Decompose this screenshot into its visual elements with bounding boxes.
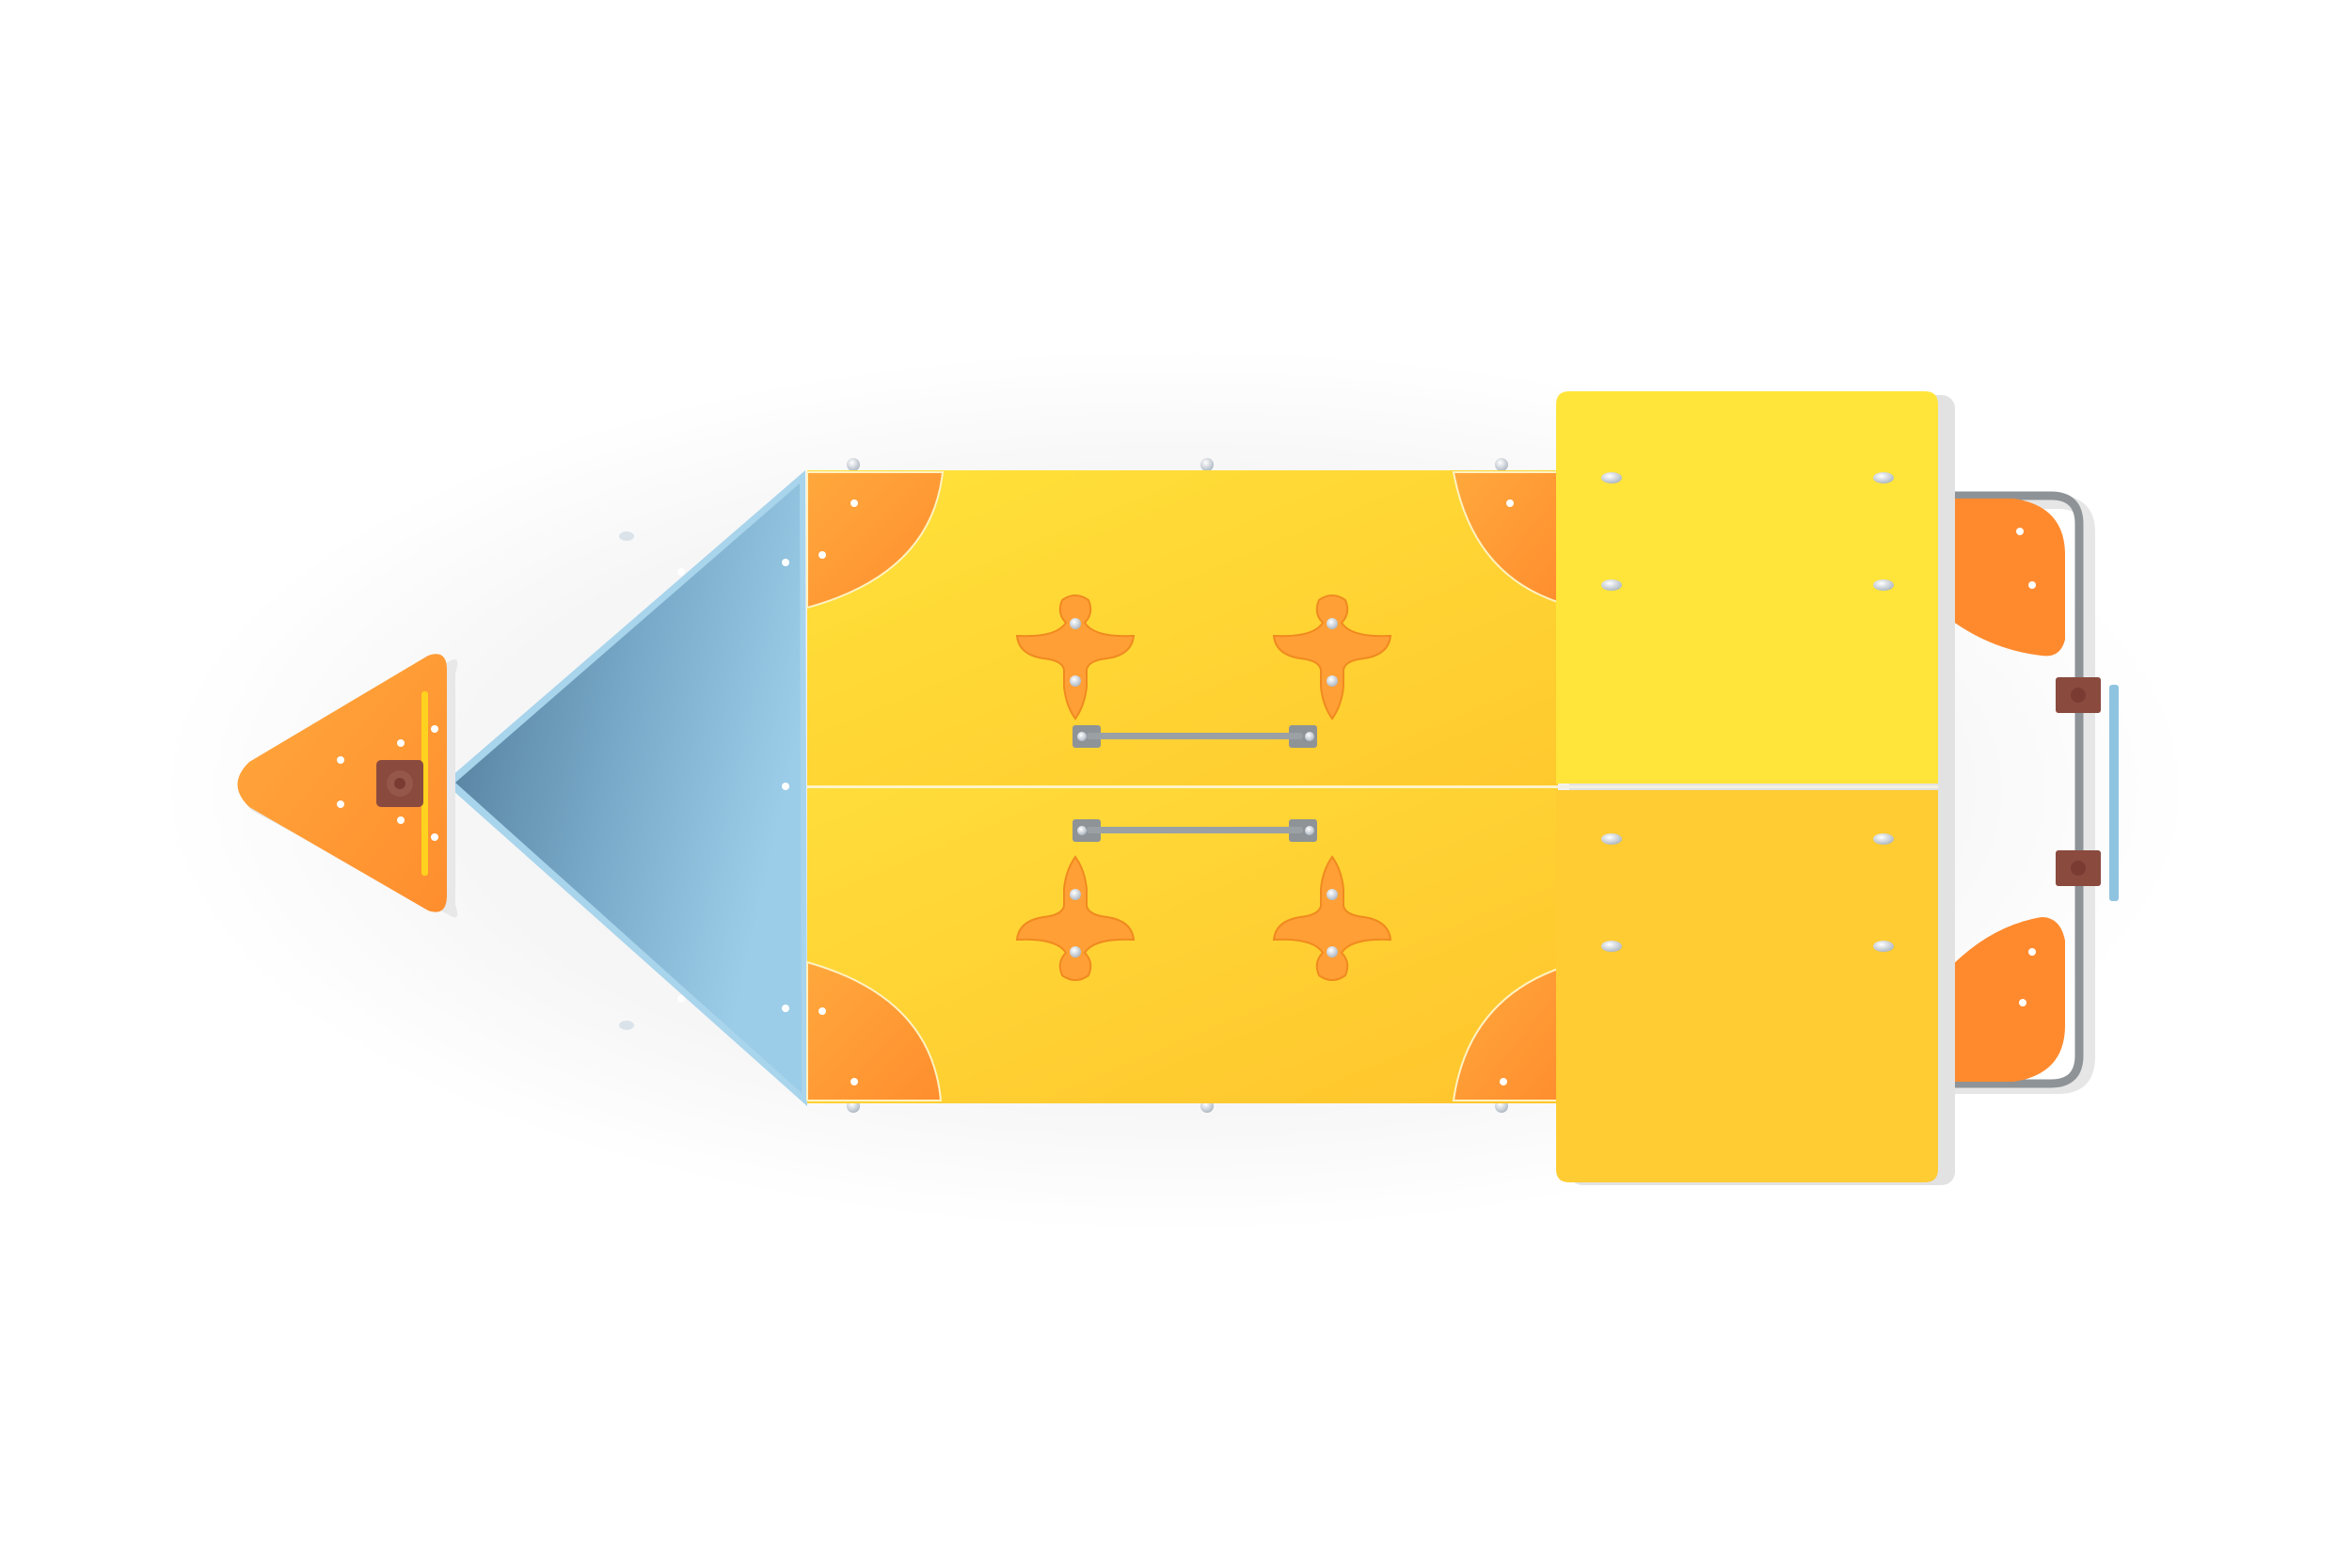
corner-cap-top-right — [1452, 471, 1559, 604]
grab-bar-top — [1073, 725, 1317, 748]
bird-handle-icon — [1272, 594, 1392, 721]
bird-handles — [1015, 594, 1392, 981]
corner-cap-top-left — [806, 471, 945, 610]
main-hull — [806, 458, 1559, 1113]
grab-bars — [1073, 725, 1317, 842]
stern-roof-panel-top — [1556, 391, 1938, 784]
stern-seats — [1940, 499, 2065, 1082]
bow-deck-bolts — [677, 559, 789, 1012]
bird-handle-icon — [1015, 594, 1136, 721]
bow-clamp — [376, 760, 423, 807]
grab-bar-bottom — [1073, 819, 1317, 842]
corner-cap-bottom-left — [806, 960, 943, 1101]
stern-roof-panel-bottom — [1556, 790, 1938, 1182]
stern-roof-bolts — [1601, 472, 1894, 952]
stern-crossbar — [2109, 685, 2119, 901]
stern-seat-top — [1940, 499, 2065, 657]
bow-plate-strip — [421, 691, 428, 876]
hull-corner-caps — [806, 471, 1559, 1101]
bow-deck — [444, 470, 807, 1106]
hull-panel-bottom — [807, 788, 1558, 1103]
bow-plate-bolts — [337, 725, 438, 841]
corner-cap-bottom-right — [1452, 967, 1559, 1101]
bird-handle-icon — [1015, 855, 1136, 981]
stern-seat-bottom — [1940, 917, 2065, 1082]
bow-plate — [237, 654, 458, 918]
bird-handle-icon — [1272, 855, 1392, 981]
stern-rail — [1940, 491, 2119, 1094]
stern-roof — [1556, 391, 1955, 1185]
stern-clamps — [2056, 677, 2101, 886]
